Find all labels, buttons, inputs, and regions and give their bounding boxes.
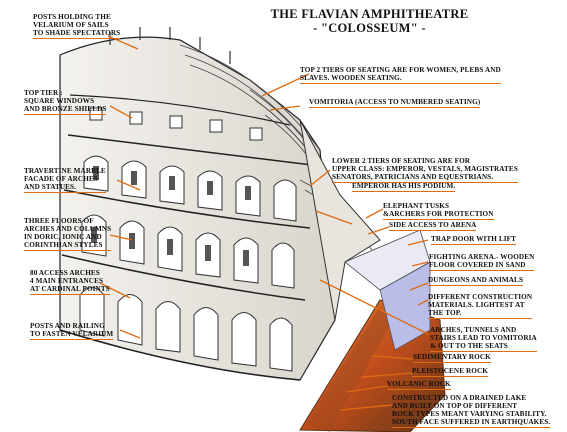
leader-lines [99,35,429,411]
square-windows [89,107,263,141]
title-line1: THE FLAVIAN AMPHITHEATRE [270,7,469,21]
label-emperor: EMPEROR HAS HIS PODIUM. [352,182,456,192]
title-line2: - "COLOSSEUM" - [313,21,426,35]
arch-row-second [81,214,295,289]
label-sedimentary: SEDIMENTARY ROCK [413,353,491,363]
label-side-access: SIDE ACCESS TO ARENA [389,221,477,231]
sedimentary-band [305,310,395,432]
arch-row-ground [79,287,293,372]
label-volcanic: VOLCANIC ROCK [387,380,451,390]
label-dungeons: DUNGEONS AND ANIMALS [428,276,524,286]
label-trap-door: TRAP DOOR WITH LIFT [431,235,517,245]
label-vomitoria: VOMITORIA (ACCESS TO NUMBERED SEATING) [309,98,481,108]
diagram-title: THE FLAVIAN AMPHITHEATRE - "COLOSSEUM" - [262,7,477,36]
label-pleistocene: PLEISTOCENE ROCK [412,367,488,377]
label-top-tiers-seating: TOP 2 TIERS OF SEATING ARE FOR WOMEN, PL… [300,66,501,84]
label-elephant: ELEPHANT TUSKS&ARCHERS FOR PROTECTION [383,202,494,220]
